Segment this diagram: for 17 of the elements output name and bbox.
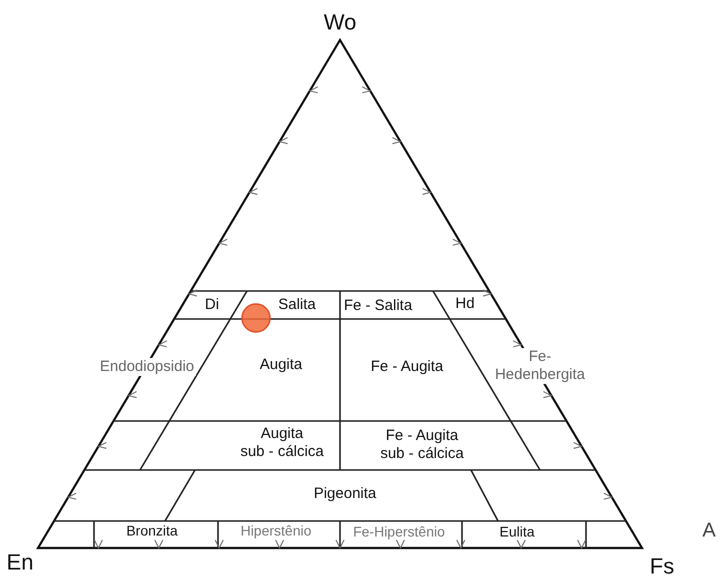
vertex-label: Wo (324, 10, 356, 34)
field-label: Fe - Augita sub - cálcica (380, 427, 464, 463)
field-label: Salita (278, 296, 316, 314)
vertex-label: En (6, 550, 34, 574)
field-label: Hiperstênio (240, 522, 312, 540)
vertex-label: Fs (650, 554, 674, 578)
field-label: Fe-Hiperstênio (353, 524, 445, 540)
axis-label: A (702, 520, 716, 542)
field-label: Bronzita (126, 522, 178, 540)
field-label: Pigeonita (314, 485, 376, 503)
field-label: Fe - Salita (344, 297, 412, 315)
field-label: Di (204, 296, 220, 314)
field-label: Hd (455, 295, 475, 313)
field-label: Augita sub - cálcica (240, 425, 324, 461)
field-label: Fe - Augita (370, 358, 444, 376)
field-label: Eulita (499, 524, 535, 540)
field-label: Augita (260, 356, 302, 374)
